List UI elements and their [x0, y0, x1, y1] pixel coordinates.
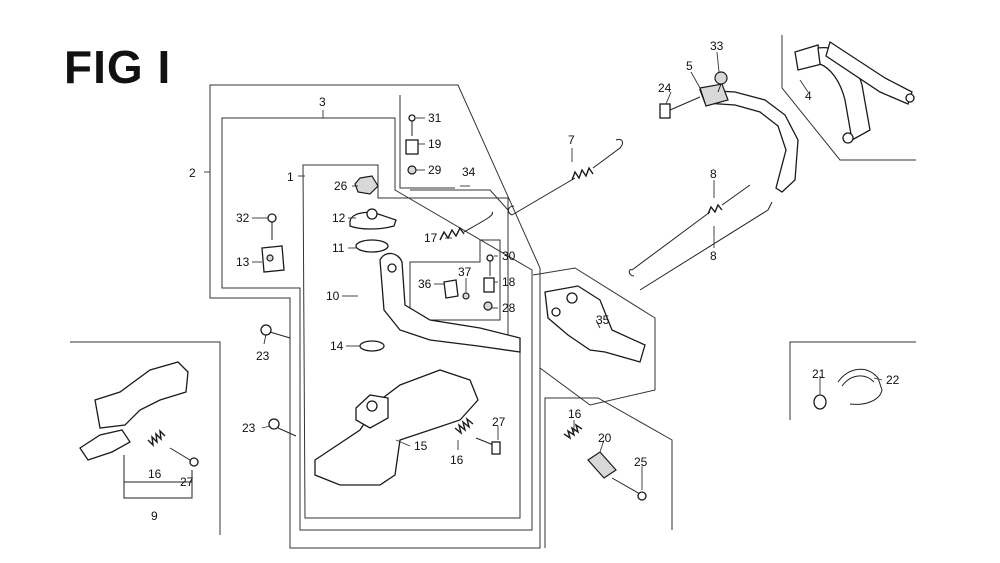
callout-7: 7	[568, 133, 575, 147]
figure-title: FIG I	[64, 41, 172, 93]
callout-8-lower: 8	[710, 249, 717, 263]
part-15-base	[314, 369, 479, 486]
callout-24: 24	[658, 81, 672, 95]
callout-16-center: 16	[450, 453, 464, 467]
part-4-bracket	[794, 40, 915, 144]
callout-14: 14	[330, 339, 344, 353]
part-28-washer	[483, 301, 493, 311]
part-12-cam	[349, 208, 397, 230]
callout-20: 20	[598, 431, 612, 445]
callout-25: 25	[634, 455, 648, 469]
frame-assembly-3	[221, 117, 533, 531]
part-31-bolt	[408, 114, 416, 136]
callout-17: 17	[424, 231, 438, 245]
callout-16-bottom: 16	[568, 407, 582, 421]
callout-30: 30	[502, 249, 516, 263]
callout-21: 21	[812, 367, 826, 381]
part-32-bolt	[267, 213, 277, 240]
leader-lines	[204, 51, 883, 490]
callout-31: 31	[428, 111, 442, 125]
part-10-arm	[379, 252, 521, 353]
part-21-cap	[813, 394, 827, 410]
callout-12: 12	[332, 211, 346, 225]
frame-part-21-22	[789, 341, 916, 420]
frame-assembly-2	[209, 84, 541, 549]
part-36-cap	[443, 279, 459, 299]
callout-1: 1	[287, 170, 294, 184]
callout-numbers: 2 1 3 31 19 29 26 34 32 12 13 11 17 10 3…	[148, 39, 900, 523]
callout-3: 3	[319, 95, 326, 109]
part-22-clip	[837, 368, 883, 405]
part-17-spring	[439, 211, 494, 241]
part-11-washer	[355, 239, 389, 253]
callout-15: 15	[414, 439, 428, 453]
part-14-washer	[359, 340, 385, 352]
callout-28: 28	[502, 301, 516, 315]
frame-34	[410, 189, 509, 211]
callout-4: 4	[805, 89, 812, 103]
callout-29: 29	[428, 163, 442, 177]
callout-18: 18	[502, 275, 516, 289]
part-9-assembly	[79, 361, 199, 499]
frame-bottom-center	[544, 397, 673, 548]
part-26-nut	[354, 175, 379, 195]
frame-bolt-set	[399, 95, 455, 189]
part-37-screw	[462, 292, 470, 300]
part-13-block	[261, 245, 285, 273]
callout-10: 10	[326, 289, 340, 303]
callout-37: 37	[458, 265, 472, 279]
callout-34: 34	[462, 165, 476, 179]
callout-23-upper: 23	[256, 349, 270, 363]
part-8-spring-rod	[628, 184, 773, 291]
part-7-spring-rod	[507, 139, 624, 216]
callout-32: 32	[236, 211, 250, 225]
callout-5: 5	[686, 59, 693, 73]
part-20-sleeve	[587, 451, 617, 479]
callout-16-left: 16	[148, 467, 162, 481]
frame-part-35	[532, 267, 656, 406]
part-25-bolt	[611, 477, 647, 501]
callout-22: 22	[886, 373, 900, 387]
callout-36: 36	[418, 277, 432, 291]
frame-part-9	[70, 341, 221, 535]
callout-27-left: 27	[180, 475, 194, 489]
callout-9: 9	[151, 509, 158, 523]
part-30-pin	[486, 254, 494, 276]
part-18-clip	[483, 277, 495, 293]
callout-26: 26	[334, 179, 348, 193]
callout-27-center: 27	[492, 415, 506, 429]
callout-35: 35	[596, 313, 610, 327]
part-16-spring-bottom	[563, 423, 583, 440]
callout-2: 2	[189, 166, 196, 180]
part-35-bracket	[544, 285, 646, 363]
callout-33: 33	[710, 39, 724, 53]
part-5-lever	[659, 71, 799, 193]
callout-11: 11	[332, 241, 345, 255]
frame-part-4	[781, 35, 916, 161]
part-23-bolt-lower	[268, 418, 297, 437]
callout-23-lower: 23	[242, 421, 256, 435]
part-19-bushing	[405, 139, 419, 155]
callout-19: 19	[428, 137, 442, 151]
callout-8-upper: 8	[710, 167, 717, 181]
part-16-spring-center	[454, 417, 501, 455]
callout-13: 13	[236, 255, 250, 269]
part-29-washer	[407, 165, 417, 175]
